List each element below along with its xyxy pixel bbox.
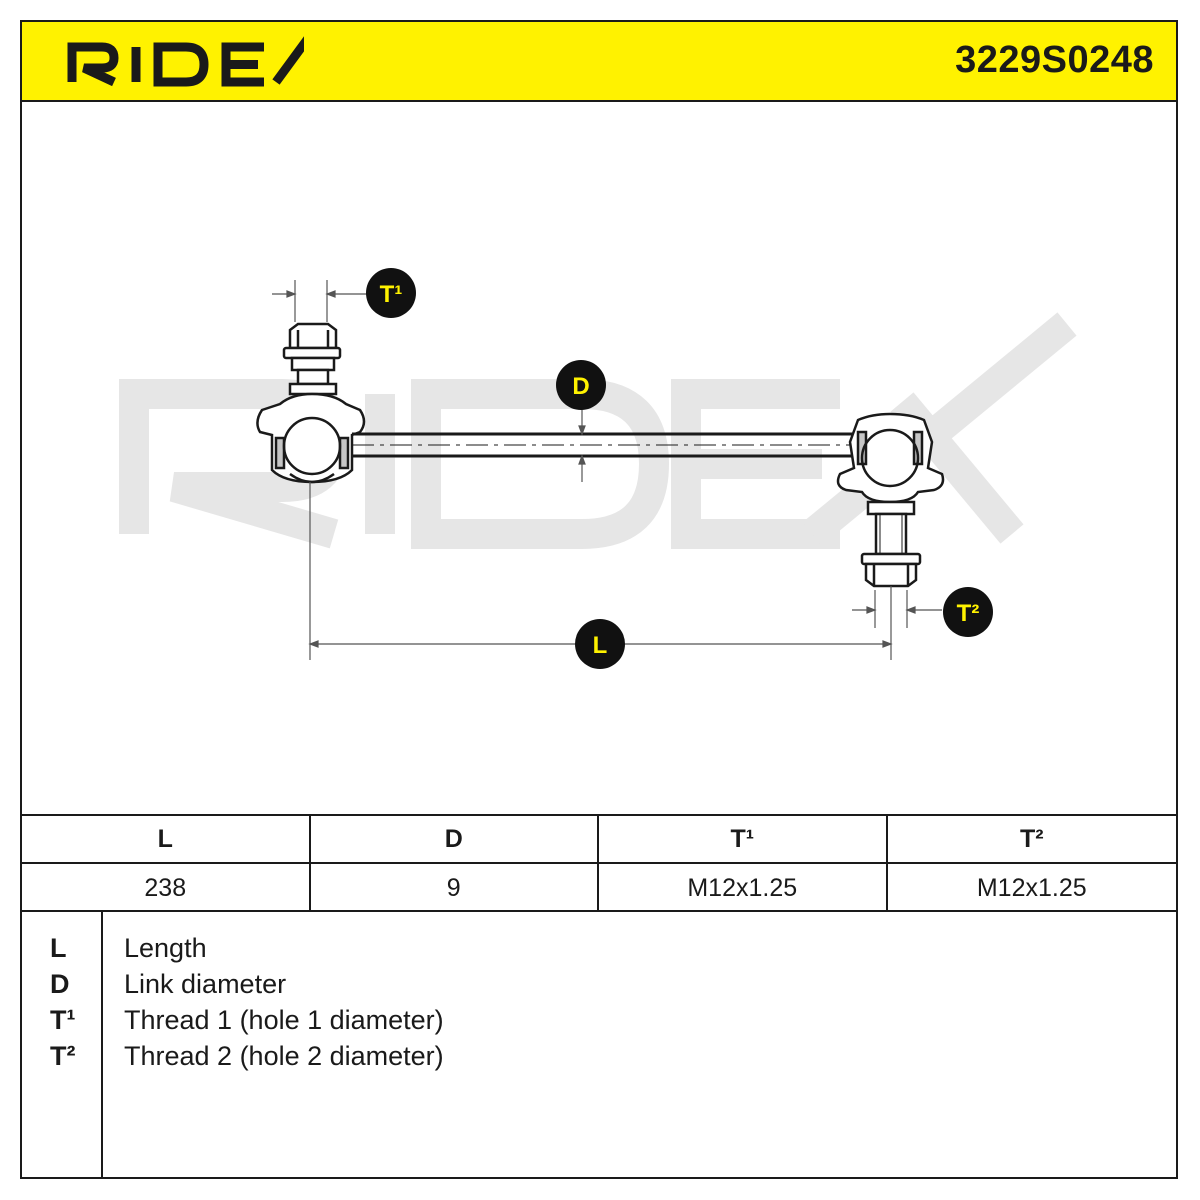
header-bar: 3229S0248 [22, 22, 1176, 102]
link-rod [352, 432, 854, 458]
legend-text: Thread 2 (hole 2 diameter) [124, 1040, 444, 1071]
technical-drawing: T¹ D L T² [22, 102, 1176, 814]
legend-key: T¹ [50, 1004, 76, 1035]
spec-header-t1: T¹ [599, 816, 888, 864]
legend-text: Link diameter [124, 968, 287, 999]
right-ball-joint [836, 412, 945, 588]
badge-t2-text: T² [957, 600, 980, 627]
legend-key: L [50, 932, 67, 963]
legend-key: T² [50, 1040, 76, 1071]
badge-t2: T² [943, 587, 993, 637]
left-ball-joint [256, 322, 366, 484]
spec-value-d: 9 [311, 864, 599, 912]
stabilizer-link-drawing: T¹ D L T² [119, 268, 1077, 669]
datasheet-frame: 3229S0248 [20, 20, 1178, 1179]
spec-table: L D T¹ T² 238 9 M12x1.25 M12x1.25 [22, 814, 1176, 912]
spec-value-t2: M12x1.25 [976, 873, 1087, 902]
legend-divider [101, 912, 103, 1179]
badge-l: L [575, 619, 625, 669]
badge-t1: T¹ [366, 268, 416, 318]
badge-l-text: L [593, 632, 608, 659]
badge-d: D [556, 360, 606, 410]
legend-text: Length [124, 932, 207, 963]
spec-value-l: 238 [22, 864, 311, 912]
part-number: 3229S0248 [955, 39, 1154, 81]
spec-header-l: L [22, 816, 311, 864]
spec-header-d: D [310, 816, 599, 864]
brand-logo [67, 36, 304, 87]
legend: L Length D Link diameter T¹ Thread 1 (ho… [22, 912, 1176, 1179]
legend-key: D [50, 968, 70, 999]
badge-d-text: D [572, 373, 589, 400]
badge-t1-text: T¹ [380, 281, 403, 308]
spec-header-t2: T² [887, 816, 1176, 864]
spec-value-t1: M12x1.25 [599, 864, 888, 912]
legend-text: Thread 1 (hole 1 diameter) [124, 1004, 444, 1035]
